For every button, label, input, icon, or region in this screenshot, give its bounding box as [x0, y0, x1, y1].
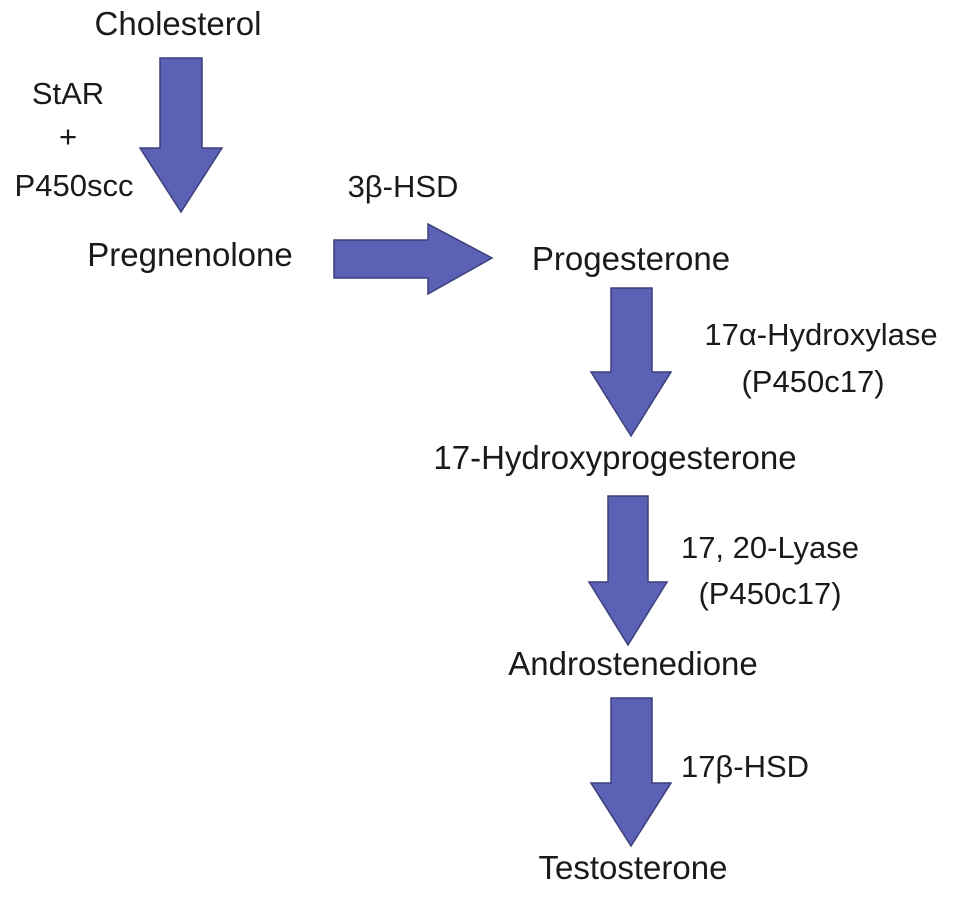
enzyme-17alpha-hydroxylase: 17α-Hydroxylase — [704, 317, 937, 352]
enzyme-p450scc: P450scc — [15, 168, 134, 203]
node-pregnenolone: Pregnenolone — [87, 236, 293, 273]
enzyme-17beta-hsd: 17β-HSD — [681, 749, 809, 784]
enzyme-17-20-lyase: 17, 20-Lyase — [681, 530, 859, 565]
node-cholesterol: Cholesterol — [95, 5, 262, 42]
arrow-progesterone-to-hydroxyprogesterone — [589, 287, 673, 438]
node-androstenedione: Androstenedione — [508, 645, 758, 682]
arrow-androstenedione-to-testosterone — [589, 697, 673, 848]
node-testosterone: Testosterone — [539, 849, 728, 886]
enzyme-star: StAR — [32, 76, 104, 111]
arrow-cholesterol-to-pregnenolone — [138, 57, 224, 214]
enzyme-plus-sign: + — [59, 119, 77, 154]
enzyme-p450c17-hydroxylase: (P450c17) — [741, 364, 884, 399]
arrow-pregnenolone-to-progesterone — [333, 222, 494, 296]
node-17-hydroxyprogesterone: 17-Hydroxyprogesterone — [433, 439, 796, 476]
arrow-hydroxyprogesterone-to-androstenedione — [587, 495, 669, 647]
enzyme-p450c17-lyase: (P450c17) — [698, 576, 841, 611]
enzyme-3beta-hsd: 3β-HSD — [348, 169, 459, 204]
node-progesterone: Progesterone — [532, 240, 730, 277]
